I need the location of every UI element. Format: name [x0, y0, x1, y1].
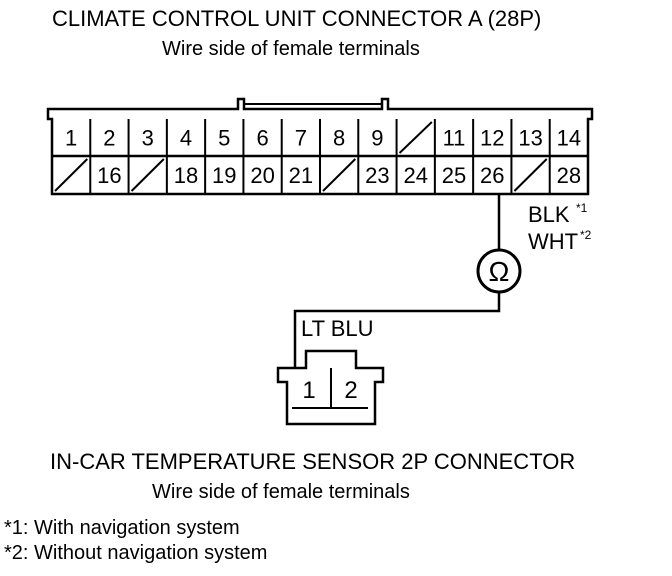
wire-note-2: *2 [580, 228, 592, 242]
unused-terminal-slash [130, 158, 165, 192]
terminal-label: 24 [403, 163, 427, 188]
terminal-label: 16 [97, 163, 121, 188]
terminal-label: 14 [557, 126, 581, 151]
ohmmeter-circle [476, 248, 522, 294]
sensor-pin-2: 2 [344, 377, 357, 404]
terminal-label: 1 [65, 126, 77, 151]
terminal-label: 3 [142, 126, 154, 151]
wire-lt-blu [293, 292, 501, 368]
terminal-label: 4 [180, 126, 192, 151]
terminal-label: 20 [250, 163, 274, 188]
unused-terminal-slash [54, 158, 88, 192]
connector-a-housing [46, 97, 594, 196]
terminal-label: 18 [174, 163, 198, 188]
footnote-1: *1: With navigation system [4, 517, 240, 539]
terminal-label: 25 [442, 163, 466, 188]
sensor-connector-title: IN-CAR TEMPERATURE SENSOR 2P CONNECTOR [50, 449, 576, 474]
terminal-label: 13 [518, 126, 542, 151]
terminal-label: 12 [480, 126, 504, 151]
terminal-label: 9 [371, 126, 383, 151]
terminal-label: 7 [295, 126, 307, 151]
terminal-label: 21 [289, 163, 313, 188]
terminal-label: 23 [365, 163, 389, 188]
sensor-pin-1: 1 [302, 377, 315, 404]
wire-color-lt-blu: LT BLU [301, 316, 374, 341]
terminal-label: 11 [443, 126, 466, 151]
sensor-connector-subtitle: Wire side of female terminals [152, 481, 410, 503]
wire-note-1: *1 [576, 201, 588, 215]
terminal-label: 5 [218, 126, 230, 151]
connector-a-title: CLIMATE CONTROL UNIT CONNECTOR A (28P) [52, 6, 542, 31]
terminal-label: 26 [480, 163, 504, 188]
wire-color-wht: WHT [528, 229, 578, 254]
ohm-icon: Ω [489, 256, 510, 287]
terminal-label: 2 [103, 126, 115, 151]
connector-a-subtitle: Wire side of female terminals [162, 38, 420, 60]
terminal-label: 19 [212, 163, 236, 188]
terminal-label: 8 [333, 126, 345, 151]
unused-terminal-slash [513, 158, 548, 192]
terminal-label: 6 [256, 126, 268, 151]
terminal-label: 28 [557, 163, 581, 188]
sensor-connector-housing [276, 349, 385, 426]
footnote-2: *2: Without navigation system [4, 542, 268, 564]
wire-color-blk: BLK [528, 202, 570, 227]
unused-terminal-slash [322, 158, 356, 192]
unused-terminal-slash [398, 121, 433, 154]
